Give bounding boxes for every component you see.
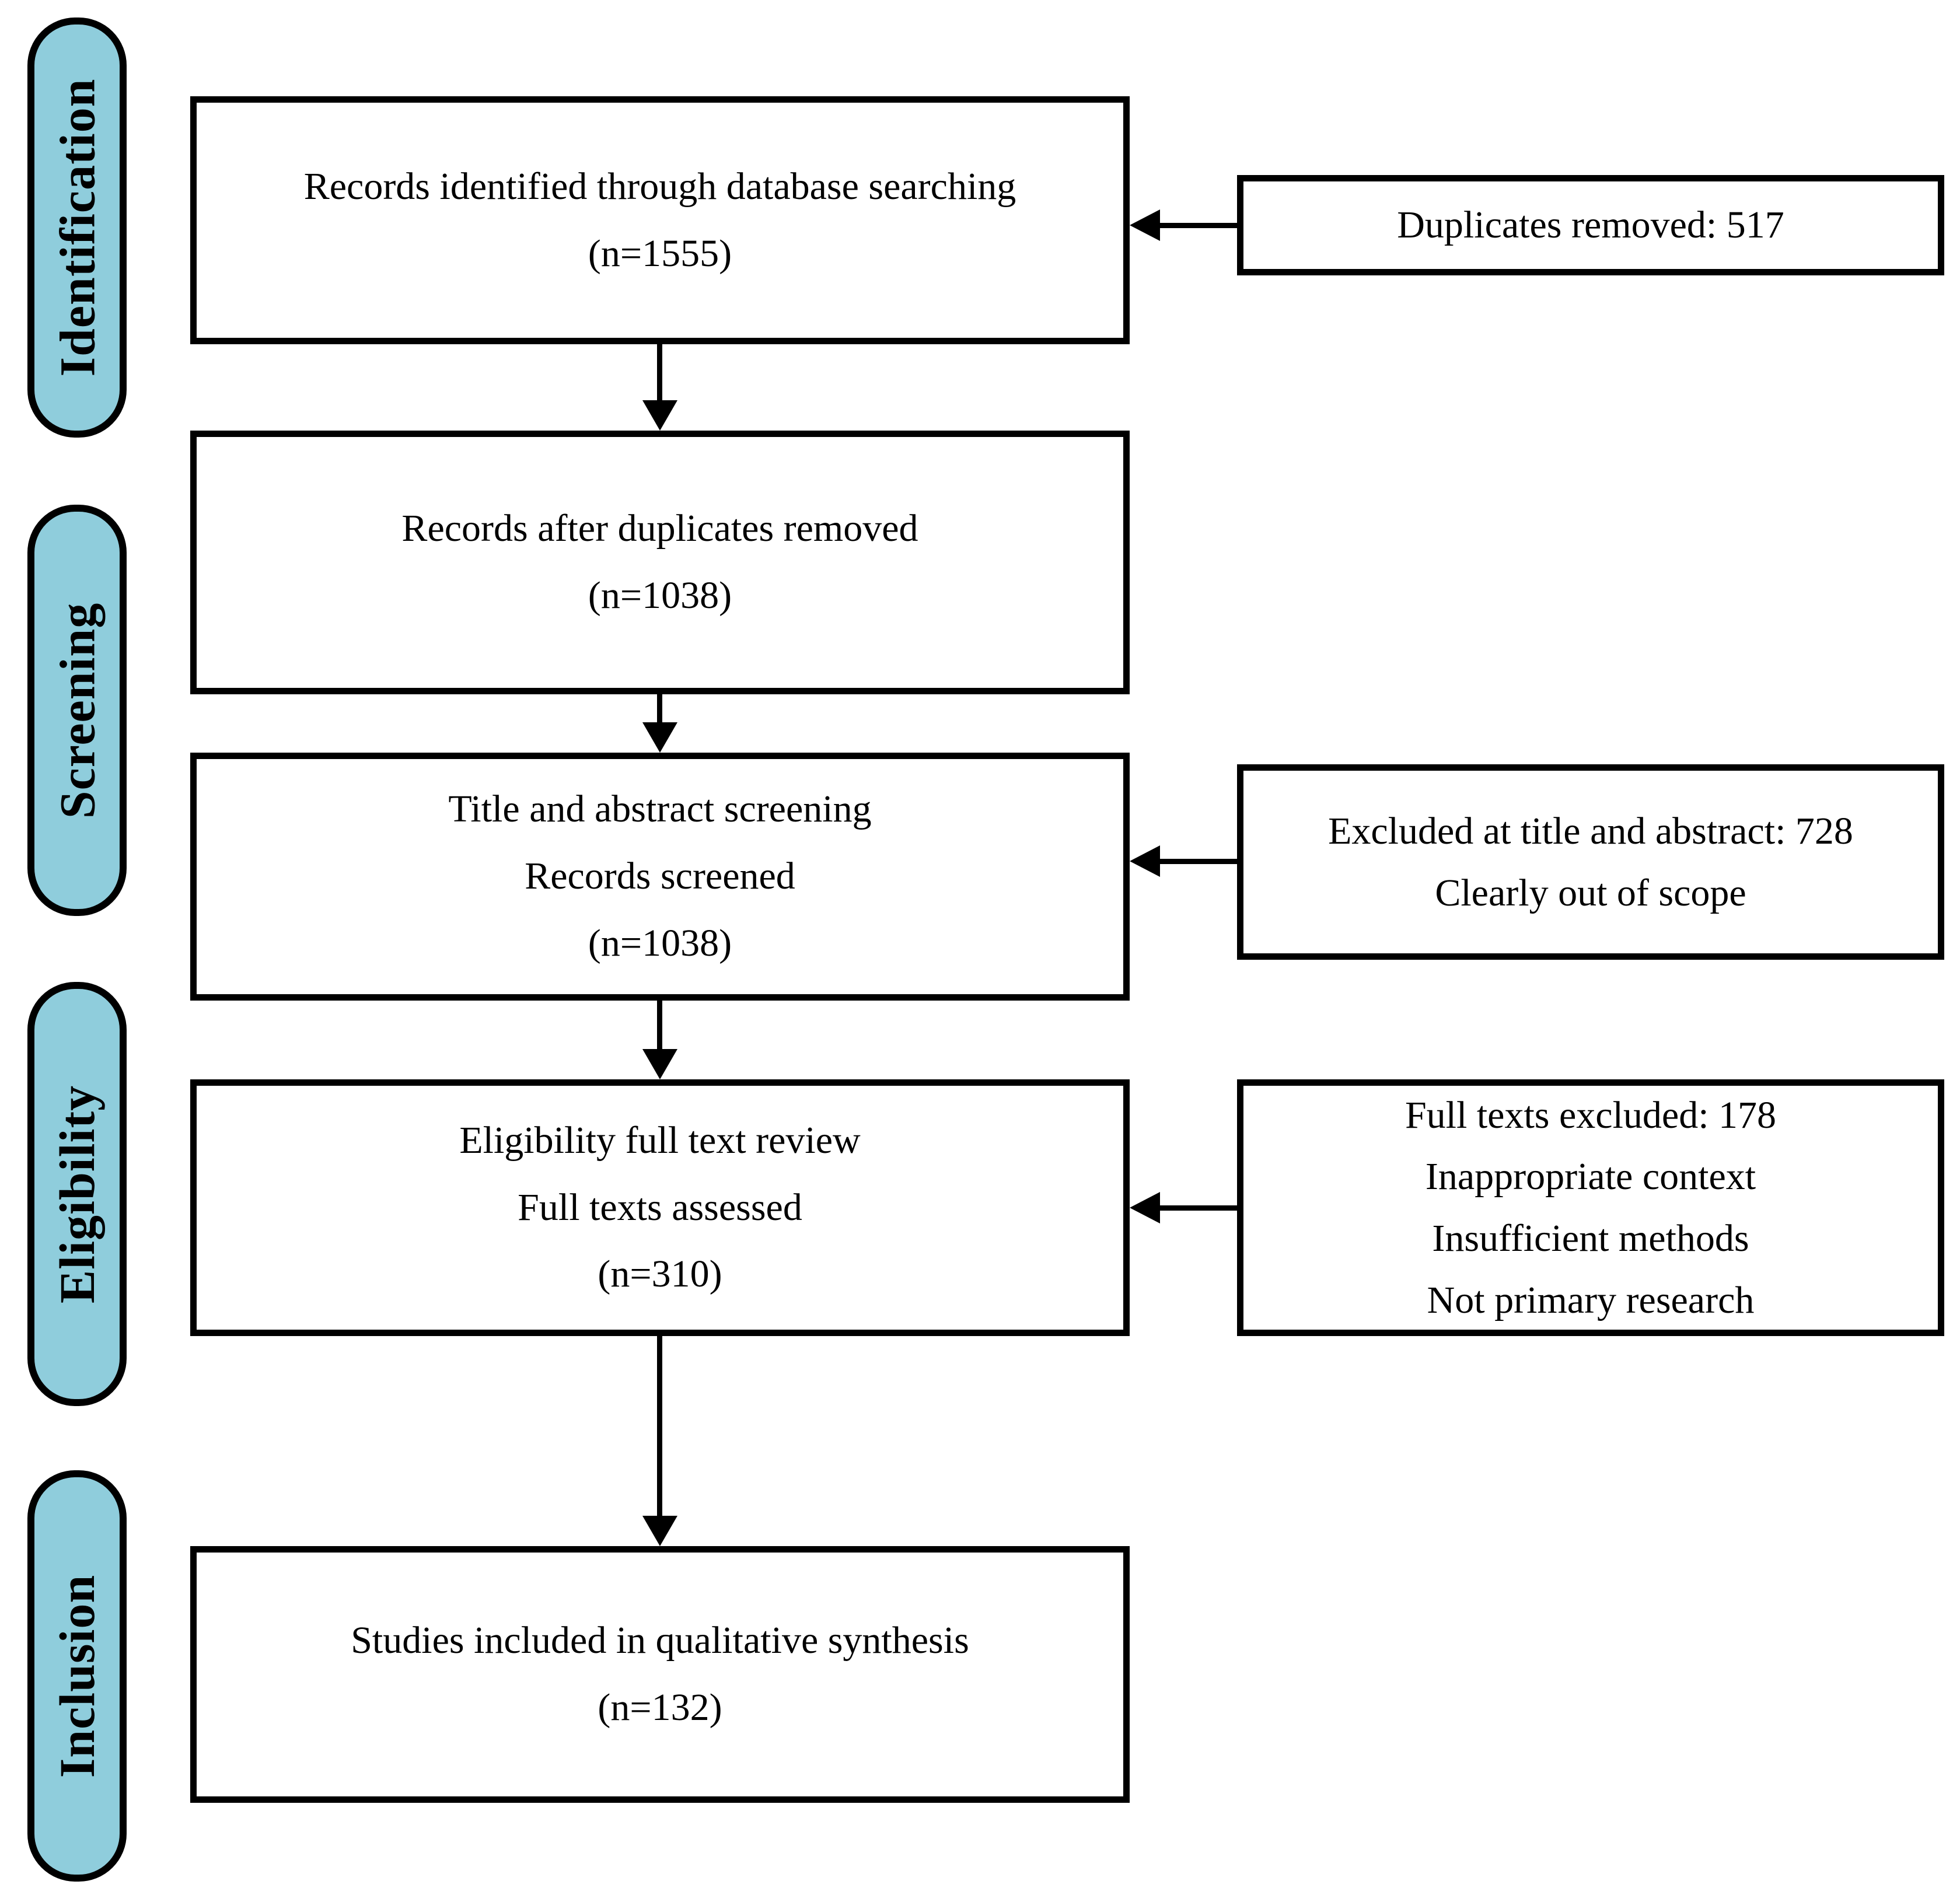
arrow-shaft	[1158, 859, 1237, 864]
flow-box-text-line: Records screened	[525, 855, 795, 898]
flow-box-records-identified: Records identified through database sear…	[190, 96, 1130, 344]
arrow-shaft	[1158, 1205, 1237, 1211]
stage-label-inclusion: Inclusion	[49, 1574, 106, 1778]
side-box-text-line: Full texts excluded: 178	[1405, 1093, 1777, 1137]
flow-box-after-duplicates: Records after duplicates removed (n=1038…	[190, 431, 1130, 694]
flow-box-text-line: Studies included in qualitative synthesi…	[351, 1619, 969, 1662]
stage-label-identification: Identification	[49, 78, 105, 377]
arrowhead-down-icon	[642, 400, 677, 431]
side-box-text-line: Insufficient methods	[1432, 1217, 1749, 1260]
stage-pill-eligibility: Eligibility	[27, 982, 127, 1406]
stage-pill-screening: Screening	[27, 505, 127, 916]
stage-pill-inclusion: Inclusion	[27, 1470, 127, 1882]
stage-pill-identification: Identification	[27, 18, 127, 438]
flow-box-title-abstract-screening: Title and abstract screening Records scr…	[190, 753, 1130, 1001]
flow-box-full-text-review: Eligibility full text review Full texts …	[190, 1079, 1130, 1336]
flow-box-text-line: Records identified through database sear…	[303, 165, 1016, 208]
stage-label-eligibility: Eligibility	[49, 1085, 106, 1303]
flow-box-studies-included: Studies included in qualitative synthesi…	[190, 1546, 1130, 1803]
arrow-shaft	[657, 344, 662, 403]
side-box-text-line: Clearly out of scope	[1435, 871, 1746, 914]
flow-box-text-line: Title and abstract screening	[448, 788, 872, 831]
arrowhead-left-icon	[1130, 845, 1160, 877]
side-box-excluded-title-abstract: Excluded at title and abstract: 728 Clea…	[1237, 764, 1944, 960]
flow-box-count-line: (n=1038)	[588, 574, 732, 617]
arrowhead-left-icon	[1130, 1192, 1160, 1223]
flow-box-text-line: Records after duplicates removed	[401, 507, 918, 550]
flow-box-count-line: (n=1555)	[588, 232, 732, 275]
side-box-full-texts-excluded: Full texts excluded: 178 Inappropriate c…	[1237, 1079, 1944, 1336]
arrow-shaft	[657, 1001, 662, 1051]
arrow-shaft	[1158, 223, 1237, 228]
side-box-text-line: Duplicates removed: 517	[1397, 204, 1784, 247]
flow-box-text-line: Eligibility full text review	[459, 1118, 861, 1162]
flow-box-text-line: Full texts assessed	[518, 1186, 802, 1229]
flow-box-count-line: (n=1038)	[588, 921, 732, 964]
side-box-text-line: Excluded at title and abstract: 728	[1328, 809, 1853, 852]
side-box-duplicates-removed: Duplicates removed: 517	[1237, 175, 1944, 275]
arrowhead-down-icon	[642, 722, 677, 753]
flow-box-count-line: (n=132)	[598, 1686, 722, 1729]
side-box-text-line: Not primary research	[1427, 1278, 1755, 1321]
arrow-shaft	[657, 694, 662, 725]
arrowhead-left-icon	[1130, 209, 1160, 241]
flow-box-count-line: (n=310)	[598, 1253, 722, 1296]
arrowhead-down-icon	[642, 1049, 677, 1079]
stage-label-screening: Screening	[49, 602, 106, 819]
side-box-text-line: Inappropriate context	[1425, 1155, 1756, 1198]
arrowhead-down-icon	[642, 1516, 677, 1546]
arrow-shaft	[657, 1336, 662, 1518]
